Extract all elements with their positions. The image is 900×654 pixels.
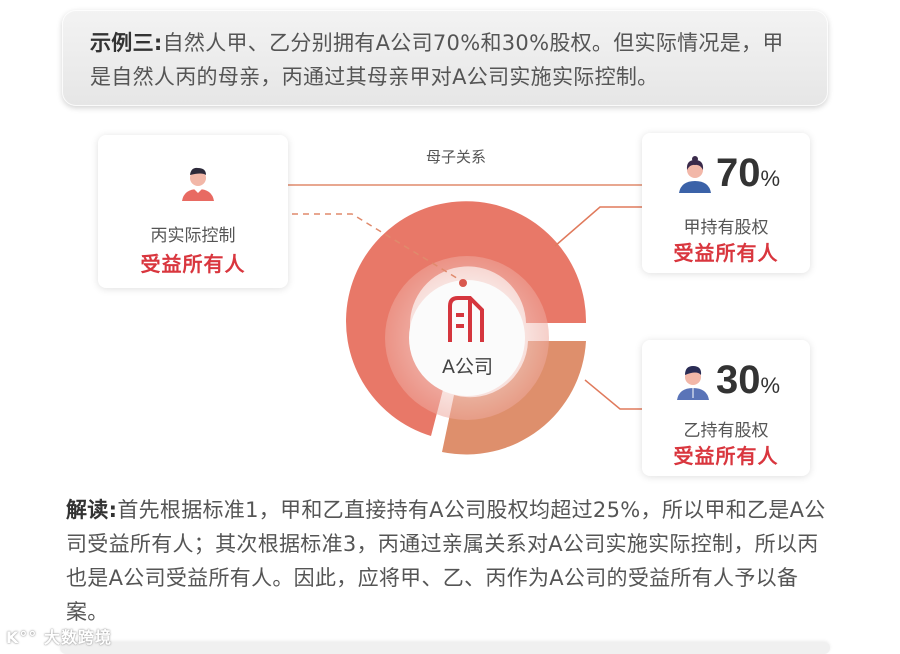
control-point <box>459 279 467 287</box>
female-avatar-icon <box>679 156 711 193</box>
status-label: 受益所有人 <box>673 444 779 468</box>
card-jia: 70% 甲持有股权 受益所有人 <box>642 133 810 273</box>
card-yi: 30% 乙持有股权 受益所有人 <box>642 340 810 476</box>
analysis-text: 解读:首先根据标准1，甲和乙直接持有A公司股权均超过25%，所以甲和乙是A公司受… <box>66 498 826 624</box>
example-text: 示例三:自然人甲、乙分别拥有A公司70%和30%股权。但实际情况是，甲是自然人丙… <box>90 31 784 89</box>
watermark: K°° 大数跨境 <box>6 628 112 647</box>
role-label: 乙持有股权 <box>683 421 769 441</box>
role-label: 丙实际控制 <box>150 226 236 246</box>
role-label: 甲持有股权 <box>683 218 769 238</box>
percent-value: 30% <box>716 358 781 402</box>
relation-label: 母子关系 <box>426 148 487 166</box>
building-icon <box>448 296 484 342</box>
percent-value: 70% <box>716 151 781 195</box>
control-dashed-line <box>127 213 461 281</box>
center-label: A公司 <box>442 356 493 378</box>
example-body: 自然人甲、乙分别拥有A公司70%和30%股权。但实际情况是，甲是自然人丙的母亲，… <box>90 31 784 89</box>
example-title: 示例三 <box>90 31 154 55</box>
male-avatar-red-shirt-icon <box>182 167 214 201</box>
example-box: 示例三:自然人甲、乙分别拥有A公司70%和30%股权。但实际情况是，甲是自然人丙… <box>62 10 828 106</box>
next-card-edge <box>60 642 830 654</box>
male-avatar-blue-shirt-icon <box>677 366 709 400</box>
status-label: 受益所有人 <box>140 252 246 276</box>
center-circle <box>409 280 525 396</box>
card-bing: 丙实际控制 受益所有人 <box>98 135 288 288</box>
watermark-logo-icon: K°° <box>6 628 44 647</box>
analysis-body: 首先根据标准1，甲和乙直接持有A公司股权均超过25%，所以甲和乙是A公司受益所有… <box>66 498 826 624</box>
status-label: 受益所有人 <box>673 241 779 265</box>
analysis-title: 解读 <box>66 498 109 522</box>
